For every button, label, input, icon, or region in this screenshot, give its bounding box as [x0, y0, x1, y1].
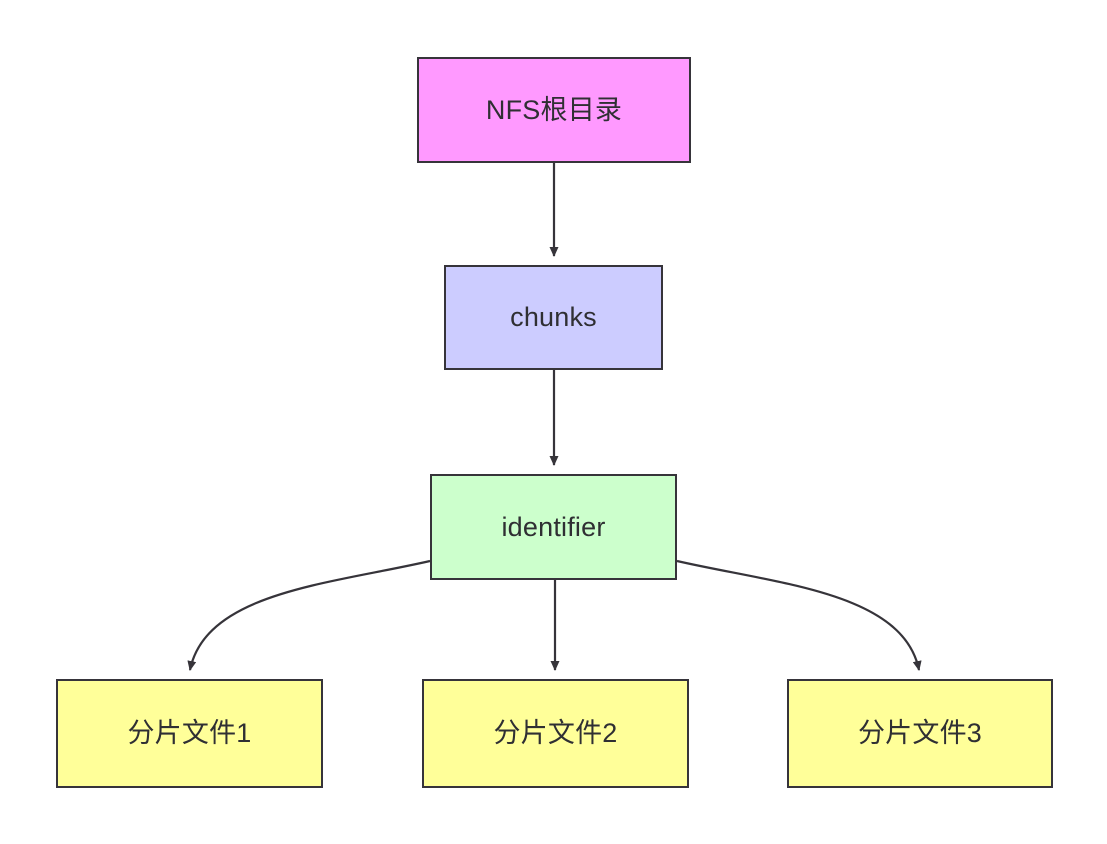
node-identifier-label: identifier: [501, 511, 606, 542]
node-chunks-label: chunks: [510, 302, 597, 333]
node-shard-3[interactable]: 分片文件3: [787, 679, 1053, 788]
node-nfs-root-label: NFS根目录: [485, 94, 623, 125]
node-identifier[interactable]: identifier: [430, 474, 677, 580]
node-shard-3-label: 分片文件3: [857, 718, 983, 749]
node-shard-1-label: 分片文件1: [127, 718, 252, 749]
edge-identifier-to-shard-1: [187, 559, 431, 671]
node-shard-1[interactable]: 分片文件1: [56, 679, 323, 788]
node-shard-2-label: 分片文件2: [493, 718, 618, 749]
node-nfs-root[interactable]: NFS根目录: [417, 57, 691, 163]
node-shard-2[interactable]: 分片文件2: [422, 679, 689, 788]
node-chunks[interactable]: chunks: [444, 265, 663, 370]
edge-identifier-to-shard-3: [676, 559, 922, 671]
